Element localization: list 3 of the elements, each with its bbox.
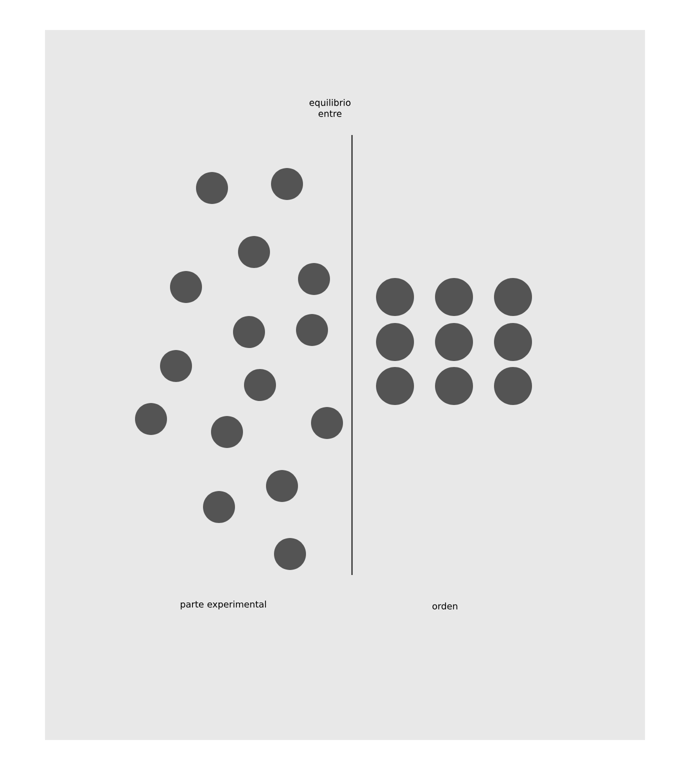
handwritten-label: equilibrio entre — [310, 99, 350, 117]
handwritten-label: parte experimental — [180, 600, 266, 610]
handwritten-label: orden — [432, 602, 458, 610]
